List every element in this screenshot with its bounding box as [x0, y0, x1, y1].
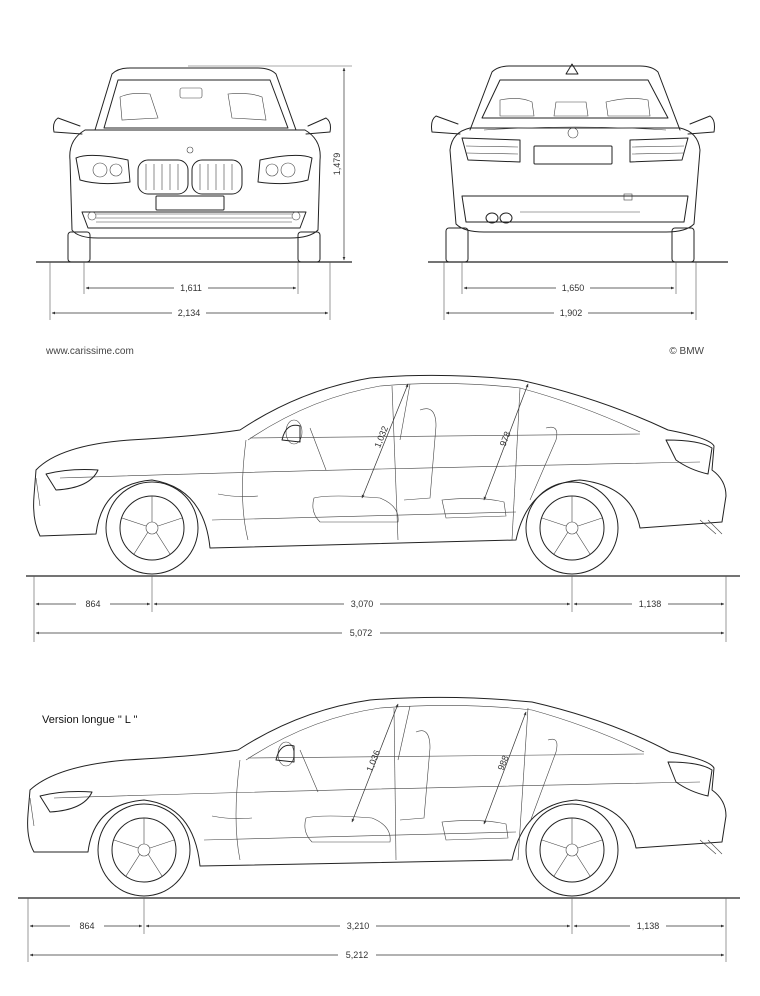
front-overhang-label: 864: [85, 599, 100, 609]
side-view-car-drawing: [33, 374, 727, 575]
long-front-overhang-label: 864: [79, 921, 94, 931]
long-overall-length-label: 5,212: [346, 950, 369, 960]
wheelbase-label: 3,070: [351, 599, 374, 609]
long-version-dimensions: [27, 898, 727, 962]
front-headroom-arrow: [361, 383, 409, 499]
front-height-label: 1,479: [332, 153, 342, 176]
front-track-label: 1,611: [180, 283, 202, 293]
rear-headroom-arrow: [483, 383, 529, 501]
long-rear-overhang-label: 1,138: [637, 921, 660, 931]
front-height-dimension: [188, 65, 352, 261]
copyright-credit: © BMW: [669, 346, 704, 357]
rear-track-label: 1,650: [562, 283, 585, 293]
rear-view-car-drawing: [431, 63, 715, 263]
long-version-car-drawing: [27, 696, 727, 897]
long-rear-headroom-label: 988: [496, 754, 511, 772]
rear-width-label: 1,902: [560, 308, 583, 318]
long-version-caption: Version longue " L ": [42, 714, 138, 726]
long-rear-headroom-arrow: [483, 711, 527, 825]
front-width-label: 2,134: [178, 308, 201, 318]
overall-length-label: 5,072: [350, 628, 373, 638]
website-credit: www.carissime.com: [45, 346, 134, 357]
long-front-headroom-label: 1,036: [364, 749, 382, 774]
long-wheelbase-label: 3,210: [347, 921, 370, 931]
rear-headroom-label: 978: [498, 430, 513, 448]
front-view-car-drawing: [53, 67, 331, 263]
long-front-headroom-arrow: [351, 703, 399, 823]
rear-overhang-label: 1,138: [639, 599, 662, 609]
